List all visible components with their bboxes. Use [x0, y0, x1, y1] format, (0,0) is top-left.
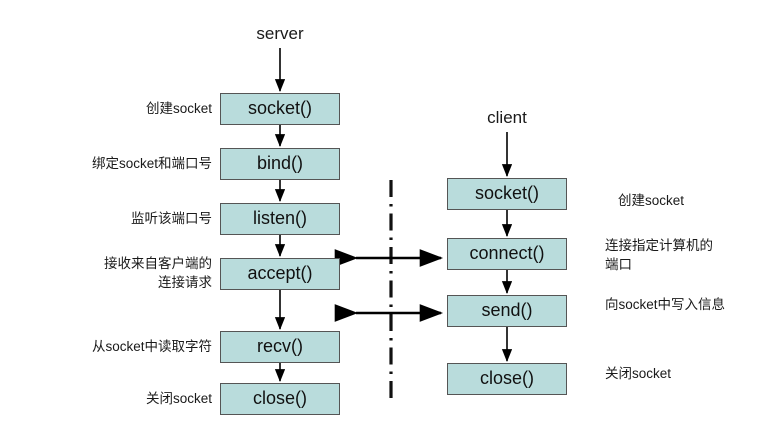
server-label-accept: 接收来自客户端的 连接请求: [104, 256, 212, 290]
server-box-close[interactable]: close(): [220, 383, 340, 415]
server-box-bind[interactable]: bind(): [220, 148, 340, 180]
server-label-close: 关闭socket: [145, 391, 212, 406]
client-label-socket: 创建socket: [618, 193, 685, 208]
server-box-accept[interactable]: accept(): [220, 258, 340, 290]
server-box-listen[interactable]: listen(): [220, 203, 340, 235]
server-box-socket[interactable]: socket(): [220, 93, 340, 125]
client-box-close[interactable]: close(): [447, 363, 567, 395]
server-column-header: server: [256, 24, 304, 43]
client-box-socket[interactable]: socket(): [447, 178, 567, 210]
server-box-recv[interactable]: recv(): [220, 331, 340, 363]
client-column-header: client: [487, 108, 527, 127]
server-label-listen: 监听该端口号: [131, 211, 212, 226]
server-label-socket: 创建socket: [145, 101, 212, 116]
client-label-close: 关闭socket: [605, 366, 672, 381]
server-label-bind: 绑定socket和端口号: [91, 156, 212, 171]
client-label-connect: 连接指定计算机的 端口: [605, 238, 713, 272]
client-label-send: 向socket中写入信息: [605, 297, 726, 312]
server-label-recv: 从socket中读取字符: [91, 339, 212, 354]
client-box-connect[interactable]: connect(): [447, 238, 567, 270]
client-box-send[interactable]: send(): [447, 295, 567, 327]
